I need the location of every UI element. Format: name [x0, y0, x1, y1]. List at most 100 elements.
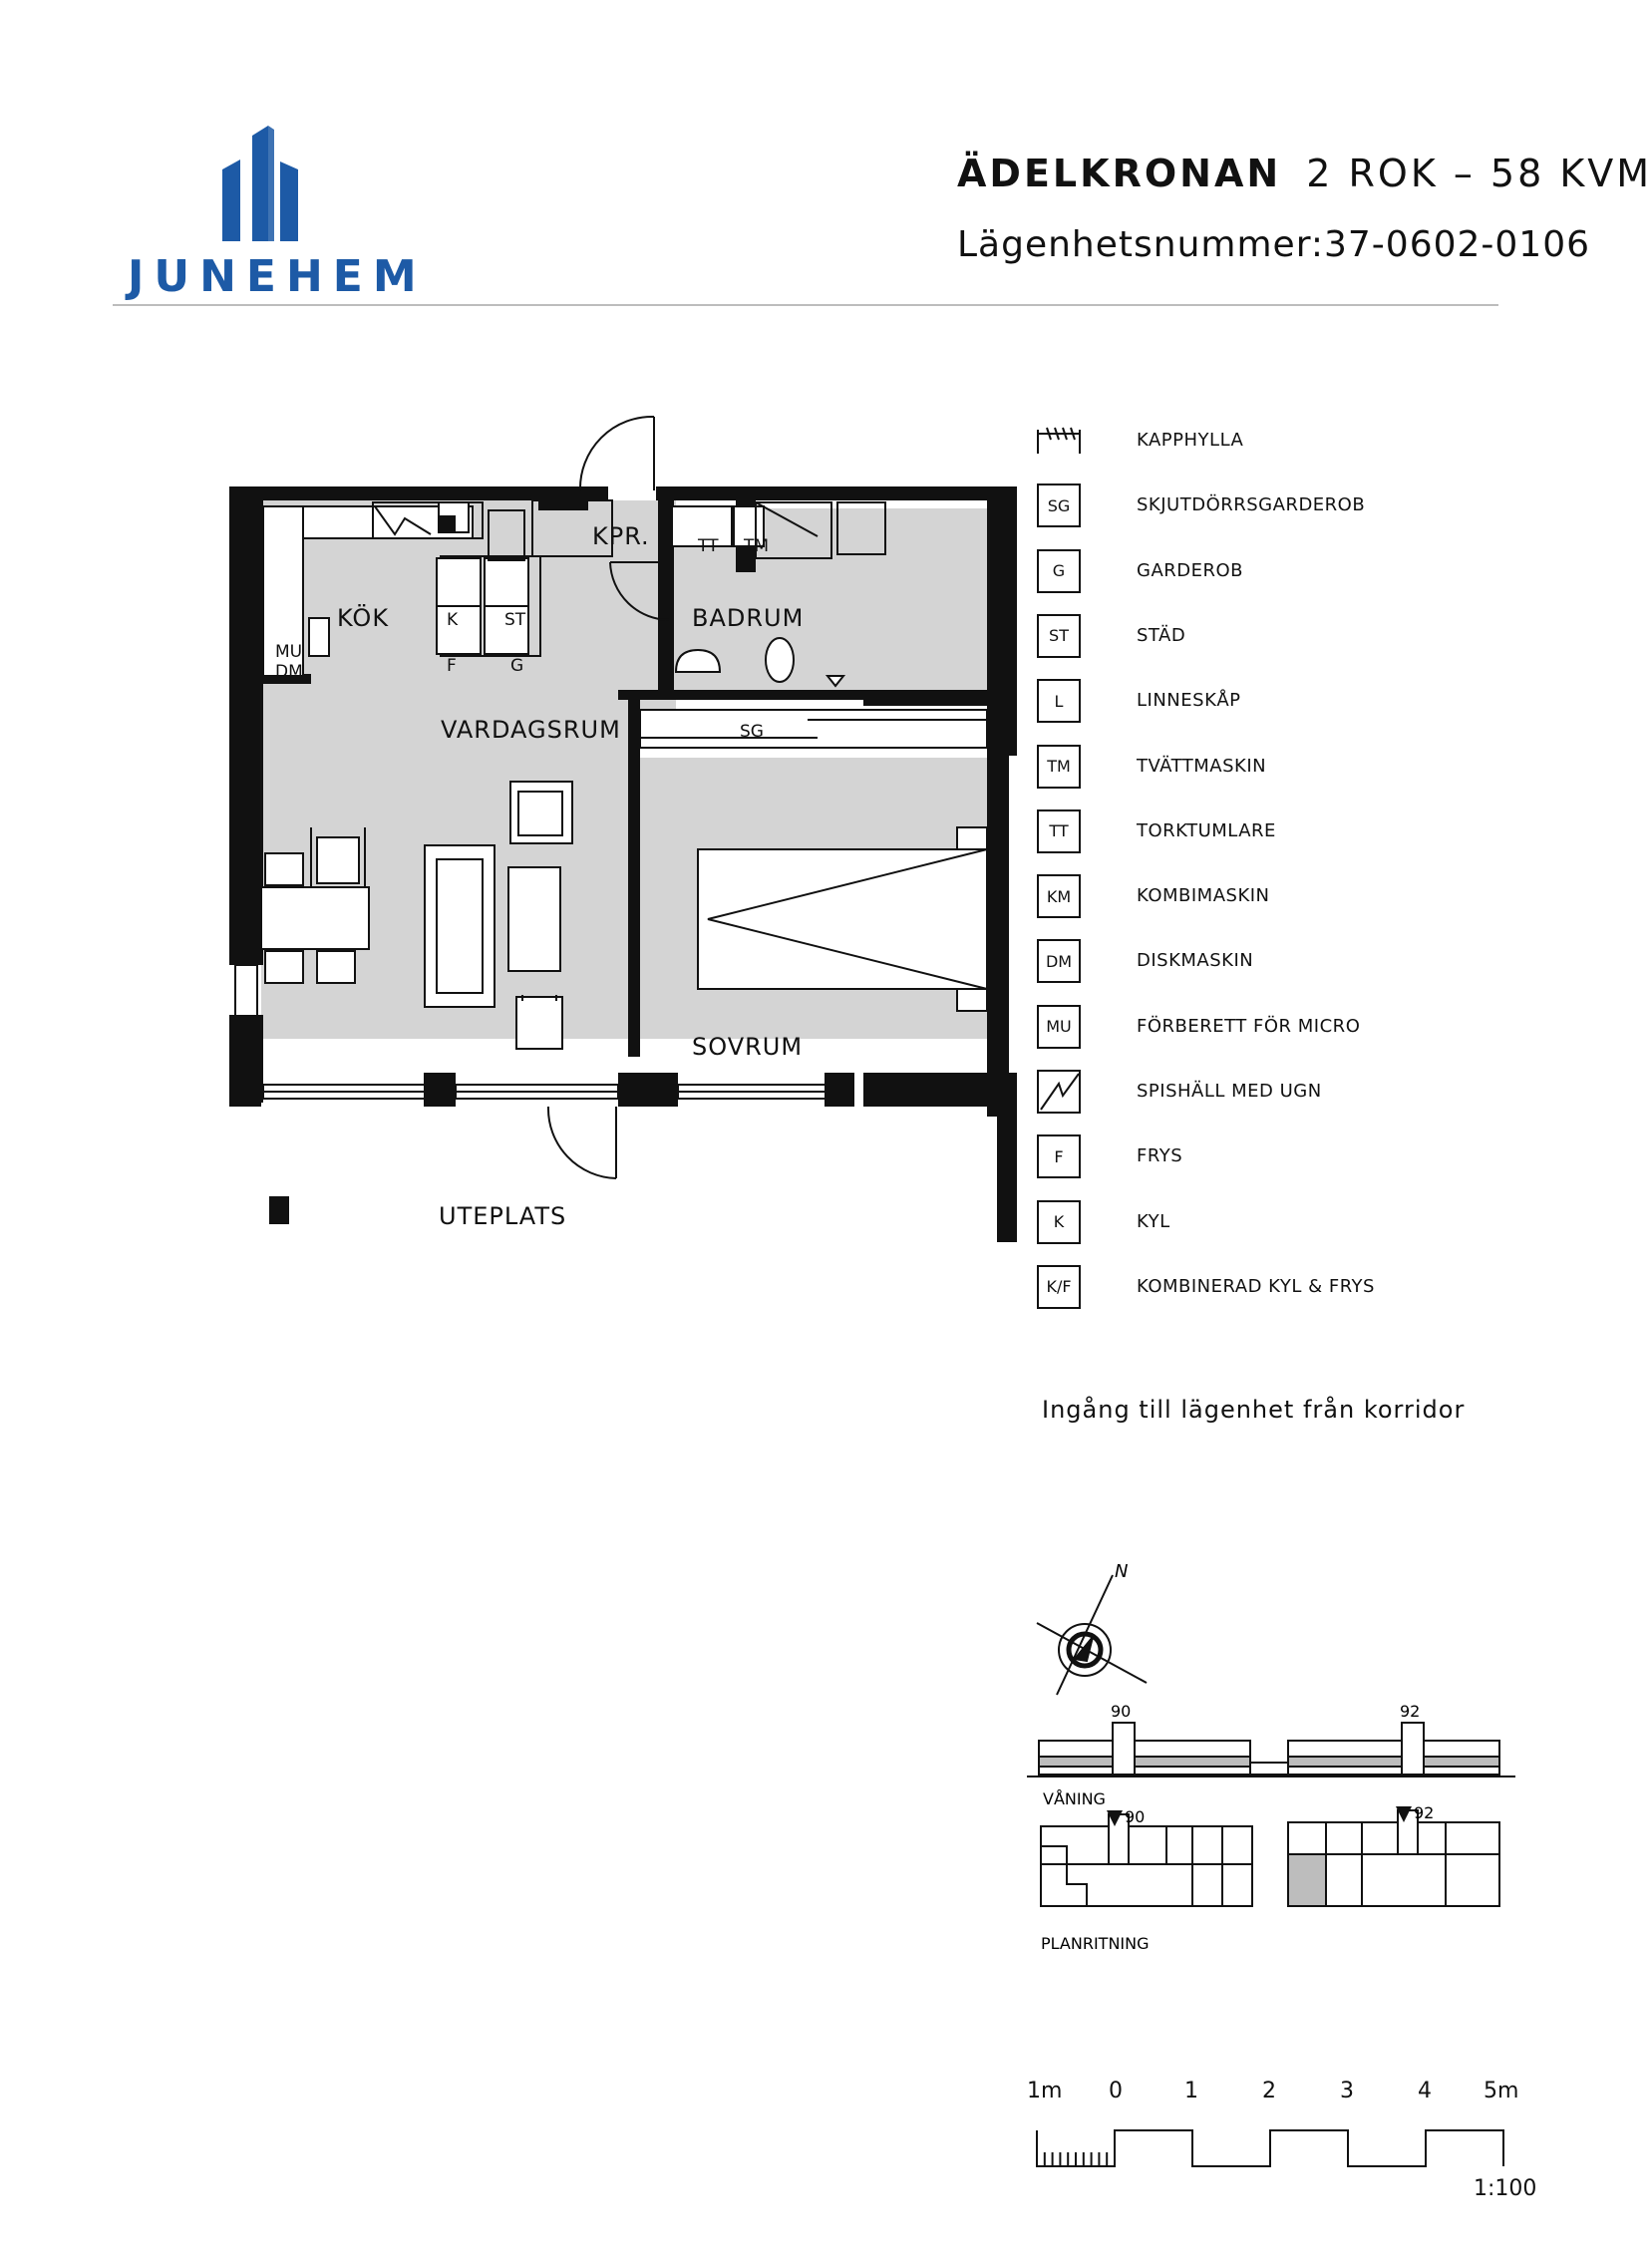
legend-item: TT TORKTUMLARE — [1037, 808, 1515, 855]
elevation-marker-left: 90 — [1111, 1702, 1131, 1721]
junehem-logo-icon — [222, 126, 298, 241]
scale-bar: 1m 0 1 2 3 4 5m 1:100 — [1027, 2079, 1545, 2208]
legend-label: STÄD — [1137, 624, 1186, 646]
patio-marker — [269, 1196, 289, 1224]
scale-label: 1 — [1184, 2079, 1198, 2103]
apartment-number: Lägenhetsnummer:37-0602-0106 — [957, 224, 1591, 265]
legend-item: F FRYS — [1037, 1134, 1515, 1180]
legend-label: LINNESKÅP — [1137, 690, 1241, 712]
legend-label: SKJUTDÖRRSGARDEROB — [1137, 494, 1366, 516]
fixture-freezer: F — [447, 656, 457, 676]
legend-code: ST — [1037, 613, 1081, 658]
apartment-spec: 2 ROK – 58 KVM — [1306, 152, 1652, 195]
kitchen-counter — [262, 499, 886, 677]
header-divider — [113, 304, 1498, 306]
bed — [697, 826, 988, 1012]
scale-label: 5m — [1484, 2079, 1519, 2103]
legend-label: FÖRBERETT FÖR MICRO — [1137, 1015, 1361, 1037]
legend-item: SG SKJUTDÖRRSGARDEROB — [1037, 484, 1515, 529]
legend-label: KOMBIMASKIN — [1137, 885, 1270, 907]
legend-code: K/F — [1037, 1264, 1081, 1309]
legend-item: TM TVÄTTMASKIN — [1037, 744, 1515, 791]
fixture-dishwasher: DM — [275, 662, 303, 682]
floor-label: VÅNING — [1043, 1789, 1106, 1808]
legend-item: G GARDEROB — [1037, 548, 1515, 595]
legend-label: KYL — [1137, 1210, 1170, 1232]
legend-item: K/F KOMBINERAD KYL & FRYS — [1037, 1264, 1515, 1311]
elevation-marker-right: 92 — [1400, 1702, 1420, 1721]
legend-label: FRYS — [1137, 1145, 1183, 1167]
plan-marker-right-icon — [1396, 1806, 1412, 1822]
stove-icon — [1037, 1070, 1081, 1114]
brand-logo: JUNEHEM — [128, 122, 427, 302]
legend-item: L LINNESKÅP — [1037, 679, 1515, 725]
hanger-rail-icon — [1037, 419, 1081, 463]
project-name: ÄDELKRONAN — [957, 152, 1282, 195]
legend-code: SG — [1037, 484, 1081, 528]
fixture-wardrobe: G — [510, 656, 524, 676]
fixture-fridge: K — [447, 610, 459, 630]
doors — [546, 415, 671, 1179]
plan-marker-left: 90 — [1125, 1807, 1145, 1826]
legend-label: KOMBINERAD KYL & FRYS — [1137, 1275, 1375, 1297]
elevation-drawing — [1027, 1722, 1515, 1777]
fixture-cleaning: ST — [504, 610, 526, 630]
plan-marker-right: 92 — [1414, 1803, 1434, 1822]
legend-code: DM — [1037, 939, 1081, 984]
room-label-living: VARDAGSRUM — [441, 716, 621, 744]
scale-bar-graphic — [1036, 2129, 1504, 2167]
brand-name: JUNEHEM — [128, 251, 427, 302]
plan-label: PLANRITNING — [1041, 1934, 1150, 1953]
room-label-kitchen: KÖK — [337, 604, 390, 632]
room-label-bedroom: SOVRUM — [692, 1033, 804, 1061]
entrance-note: Ingång till lägenhet från korridor — [1042, 1396, 1466, 1424]
plan-marker-left-icon — [1107, 1810, 1123, 1826]
page-title: ÄDELKRONAN 2 ROK – 58 KVM — [957, 152, 1652, 195]
compass-icon — [1036, 1574, 1148, 1696]
plan-sketch — [1040, 1809, 1500, 1907]
legend-code: TT — [1037, 808, 1081, 853]
living-furniture — [424, 781, 573, 1050]
legend-item: KAPPHYLLA — [1037, 419, 1515, 465]
legend-label: KAPPHYLLA — [1137, 430, 1244, 451]
room-label-bathroom: BADRUM — [692, 604, 805, 632]
legend-item: K KYL — [1037, 1199, 1515, 1246]
floor-plan — [229, 415, 1017, 1242]
legend-code: L — [1037, 679, 1081, 724]
bathroom-fixtures — [674, 637, 846, 688]
legend-label: DISKMASKIN — [1137, 950, 1254, 972]
legend-code: KM — [1037, 874, 1081, 919]
scale-label: 0 — [1109, 2079, 1123, 2103]
legend-item: ST STÄD — [1037, 613, 1515, 660]
legend-code: MU — [1037, 1004, 1081, 1049]
legend-code: K — [1037, 1199, 1081, 1244]
dining-set — [260, 827, 370, 984]
legend-label: TORKTUMLARE — [1137, 819, 1276, 841]
scale-label: 4 — [1418, 2079, 1432, 2103]
legend-item: SPISHÄLL MED UGN — [1037, 1070, 1515, 1116]
north-label: N — [1115, 1561, 1128, 1582]
windows — [234, 964, 826, 1100]
sliding-wardrobe — [639, 709, 988, 749]
fixture-sliding-wardrobe: SG — [740, 722, 764, 742]
scale-label: 3 — [1340, 2079, 1354, 2103]
legend-code: F — [1037, 1134, 1081, 1179]
scale-label: 2 — [1262, 2079, 1276, 2103]
legend-label: SPISHÄLL MED UGN — [1137, 1081, 1322, 1102]
scale-ratio: 1:100 — [1474, 2176, 1537, 2201]
legend-label: GARDEROB — [1137, 559, 1244, 581]
room-label-patio: UTEPLATS — [439, 1202, 567, 1230]
fixture-washer: TM — [744, 536, 770, 556]
legend-label: TVÄTTMASKIN — [1137, 755, 1267, 777]
legend-code: TM — [1037, 744, 1081, 789]
legend-item: KM KOMBIMASKIN — [1037, 874, 1515, 920]
legend-item: DM DISKMASKIN — [1037, 939, 1515, 985]
fixture-dryer: TT — [698, 536, 719, 556]
fixture-micro: MU — [275, 642, 303, 662]
legend-code: G — [1037, 548, 1081, 593]
scale-label: 1m — [1027, 2079, 1063, 2103]
walls — [229, 486, 1017, 1242]
legend-item: MU FÖRBERETT FÖR MICRO — [1037, 1004, 1515, 1051]
key-plan: N 90 92 VÅNING 90 92 PLANRITNING — [1027, 1561, 1515, 1953]
room-label-hall: KPR. — [592, 522, 650, 550]
